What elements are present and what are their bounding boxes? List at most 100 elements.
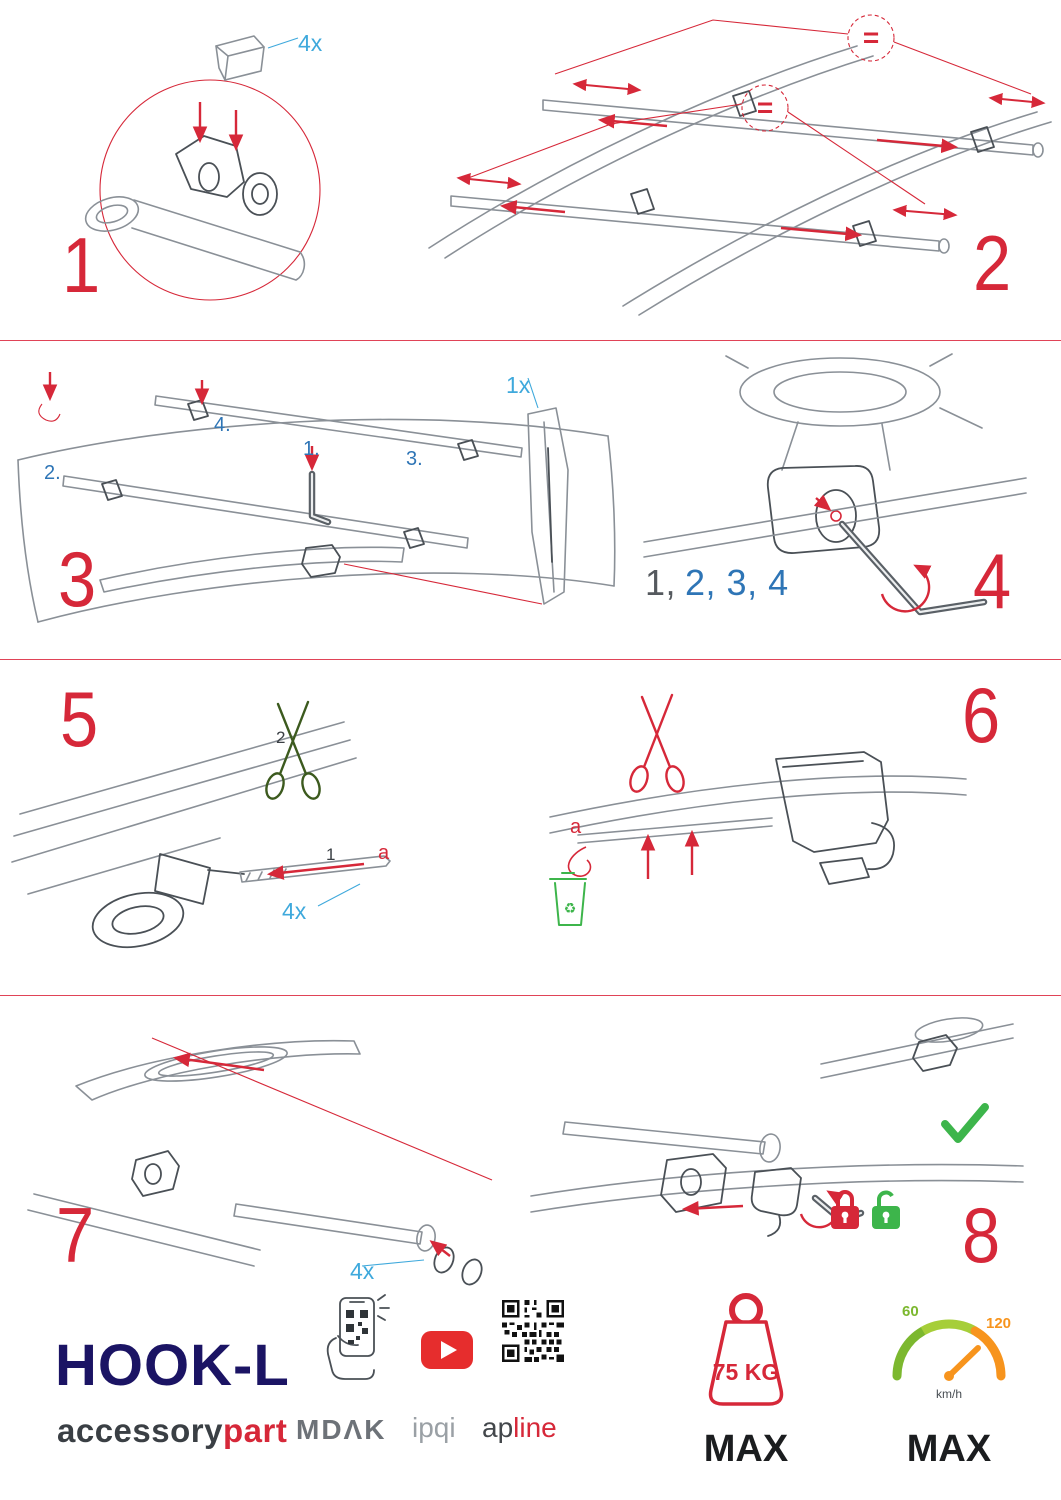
rotate-arrow [799, 1190, 845, 1229]
clamp-foot [131, 1150, 180, 1197]
measure-arrow [572, 78, 642, 96]
strip-label-a: a [378, 842, 390, 864]
padlock-open-icon [872, 1190, 900, 1229]
measure-arrow [456, 173, 522, 189]
padlock-closed-icon [831, 1190, 859, 1229]
order-label-4: 4. [214, 414, 231, 436]
equal-leader [462, 103, 926, 205]
rubber-strip [239, 855, 391, 883]
cut-label-2: 2 [276, 728, 286, 747]
sequence-rest: 2, 3, 4 [685, 562, 789, 603]
section-divider-2 [0, 659, 1061, 660]
door-frame [11, 721, 357, 895]
locked-assembly [820, 1017, 1014, 1079]
step-number-5: 5 [60, 675, 99, 763]
strip-insert-arrow [266, 862, 365, 880]
quantity-label: 1x [506, 372, 531, 398]
recycle-icon: ♻ [564, 901, 577, 917]
sequence-first: 1, [645, 562, 677, 603]
crossbar-rear [450, 195, 950, 254]
end-clip-part [215, 35, 265, 81]
slide-arrow [876, 138, 959, 154]
equal-badge [847, 14, 895, 62]
roof-rail [27, 1193, 261, 1267]
speedometer-icon: 60 120 km/h [892, 1303, 1011, 1401]
quantity-label: 4x [282, 898, 307, 924]
aero-bar [99, 544, 405, 593]
speed-high-label: 120 [986, 1315, 1011, 1332]
order-label-2: 2. [44, 462, 61, 484]
front-crossbar [62, 475, 469, 549]
clamp-straps [781, 421, 891, 471]
brand-accessory: accessory [57, 1412, 223, 1449]
bar-cross-section [84, 196, 306, 281]
logo-ap: ap [482, 1412, 514, 1443]
step-2-illustration: = = [428, 14, 1052, 316]
step-3-illustration [17, 372, 616, 623]
equal-leader [554, 19, 1032, 95]
speed-unit-label: km/h [936, 1387, 962, 1401]
measure-arrow [988, 92, 1046, 109]
roof-edge [549, 775, 967, 834]
clamp-body [175, 135, 278, 216]
clamp-foot [91, 853, 245, 949]
speedometer-needle [946, 1345, 981, 1379]
mounting-feet [630, 90, 995, 247]
roof-rail [643, 477, 1027, 558]
qr-code [502, 1300, 564, 1362]
bracket-foot [775, 751, 895, 885]
step-4-illustration [643, 353, 1027, 616]
slide-arrow [597, 113, 668, 129]
speed-low-label: 60 [902, 1303, 919, 1320]
logo-mdak: MDΛK [296, 1414, 387, 1445]
logo-ipqi: ipqi [412, 1412, 456, 1443]
scissors-icon [265, 700, 321, 800]
hook-mark [38, 403, 61, 422]
strip-label-1: 1 [326, 845, 336, 864]
rotate-arrow [880, 564, 932, 613]
pointer-line [343, 563, 543, 605]
pointer-line [151, 1037, 493, 1181]
quantity-leader-line [317, 883, 361, 907]
roof-rail [530, 1163, 1024, 1213]
equal-sign: = [757, 92, 773, 123]
equal-badge [741, 84, 789, 132]
slide-arrow [780, 226, 863, 242]
logo-apline: apline [482, 1412, 557, 1444]
aero-bar-top [75, 1039, 361, 1101]
order-label-3: 3. [406, 448, 423, 470]
clamp-body [766, 465, 881, 554]
step-7-illustration [27, 1037, 493, 1286]
quantity-label: 4x [350, 1258, 375, 1284]
order-label-1: 1. [303, 438, 320, 460]
step-number-8: 8 [962, 1191, 1001, 1279]
section-divider-3 [0, 995, 1061, 996]
logo-line: line [513, 1412, 557, 1443]
trash-icon: ♻ [549, 872, 587, 926]
clamp-parts [660, 1153, 802, 1237]
weight-value: 75 KG [713, 1359, 779, 1385]
equal-sign: = [863, 22, 879, 53]
speed-max-label: MAX [906, 1428, 992, 1470]
roof-rails [428, 45, 1052, 316]
strip-label-a: a [570, 816, 582, 838]
screw-arrow [813, 494, 832, 512]
bar-underside [725, 353, 983, 429]
product-name: HOOK-L [55, 1333, 290, 1398]
slide-arrow [172, 1052, 265, 1072]
quantity-leader-line [267, 37, 299, 49]
phone-qr-icon [326, 1294, 390, 1380]
brand-logo: accessorypart [57, 1412, 287, 1450]
step-number-4: 4 [973, 537, 1012, 625]
bar-end-caps [233, 1203, 483, 1286]
brand-part: part [222, 1412, 288, 1449]
cut-offcut-curl [567, 846, 592, 877]
step-number-2: 2 [973, 219, 1012, 307]
step-number-7: 7 [56, 1191, 95, 1279]
crossbar [562, 1121, 781, 1163]
roof-outline [17, 418, 616, 623]
step-5-illustration [11, 700, 391, 949]
rubber-strip [577, 817, 773, 844]
quantity-label: 4x [298, 30, 323, 56]
